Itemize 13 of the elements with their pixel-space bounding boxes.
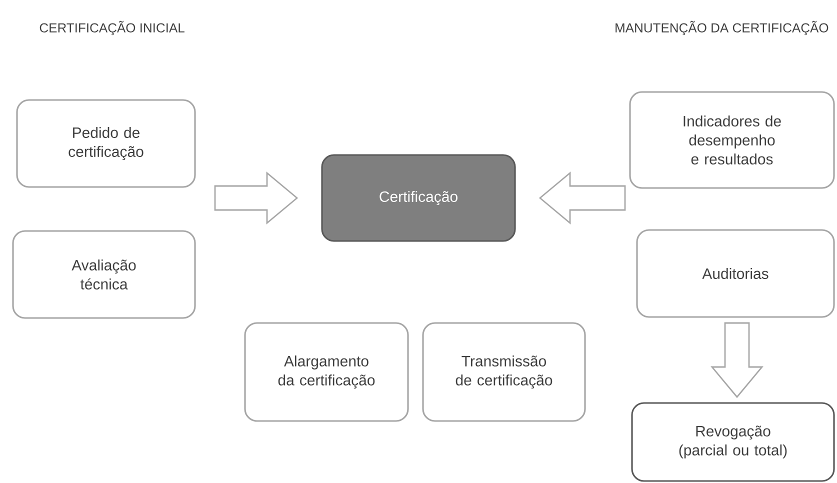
highlighted-box: Certificação (321, 154, 516, 242)
rounded-box: Avaliação técnica (12, 230, 196, 319)
block-arrow (214, 172, 298, 224)
rounded-box: Auditorias (636, 229, 835, 318)
rounded-box: Transmissão de certificação (422, 322, 586, 422)
rounded-box: Alargamento da certificação (244, 322, 409, 422)
rounded-box: Pedido de certificação (16, 99, 196, 188)
rounded-box: Revogação (parcial ou total) (631, 402, 835, 482)
rounded-box: Indicadores de desempenho e resultados (629, 91, 835, 189)
section-heading: MANUTENÇÃO DA CERTIFICAÇÃO (616, 20, 828, 36)
block-arrow (538, 172, 626, 224)
section-heading: CERTIFICAÇÃO INICIAL (40, 20, 184, 36)
block-arrow (710, 322, 764, 398)
